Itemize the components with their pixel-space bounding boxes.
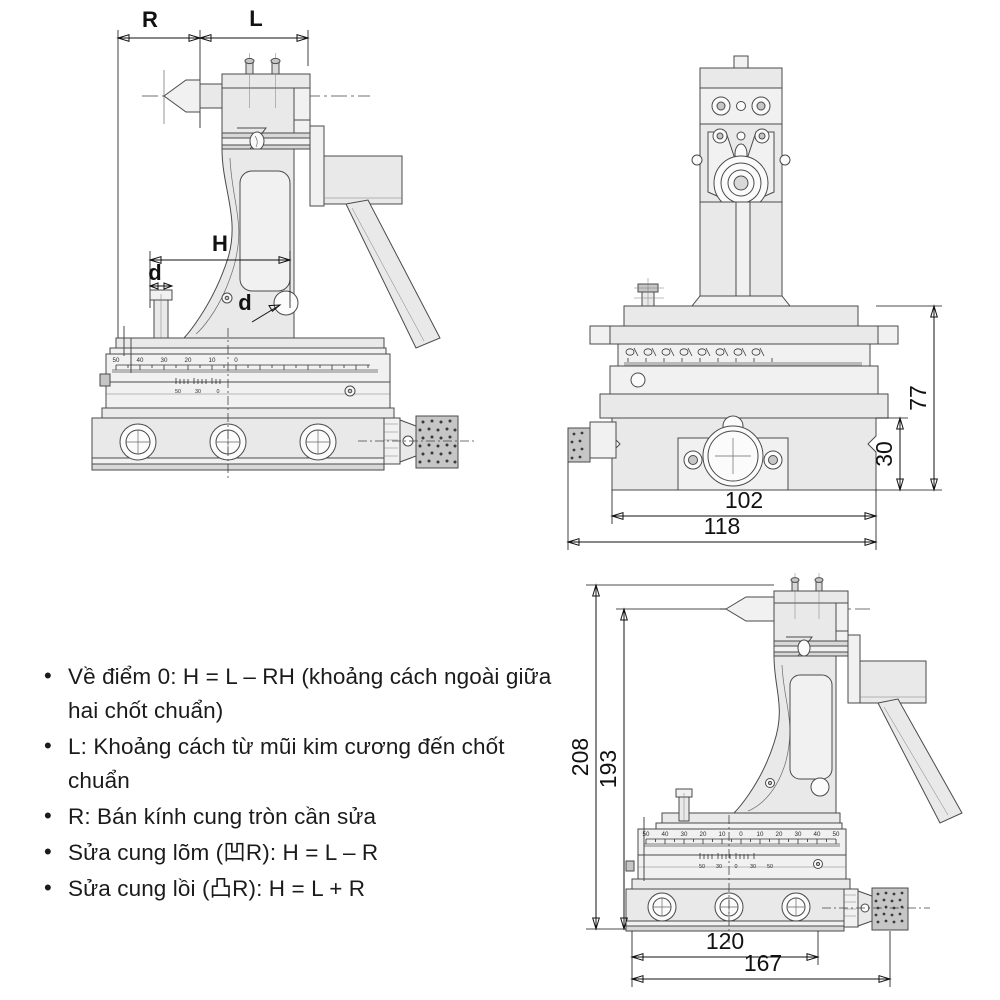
vernier-tick-label: 0 (735, 864, 738, 870)
dimension-label-208: 208 (567, 738, 593, 776)
view-top-right-front-elevation: 77 30 102 (566, 40, 990, 550)
base-plate (625, 815, 845, 945)
dimension-label-102: 102 (725, 487, 763, 513)
mounting-hole (119, 423, 157, 461)
column-head (691, 55, 791, 297)
tool-head-block (773, 573, 849, 657)
scale-tick-label: 40 (662, 831, 669, 838)
dimension-label-77: 77 (905, 385, 931, 411)
dimension-label-193: 193 (595, 750, 621, 788)
mounting-hole (647, 892, 677, 922)
bolt-hole-pair (711, 96, 771, 116)
scale-tick-label: 30 (681, 831, 688, 838)
base-plate (91, 328, 385, 478)
note-item: L: Khoảng cách từ mũi kim cương đến chốt… (36, 729, 556, 798)
note-item: Về điểm 0: H = L – RH (khoảng cách ngoài… (36, 659, 556, 728)
scale-vernier-ticks: 50 30 0 (175, 378, 221, 395)
dimension-label-120: 120 (706, 928, 744, 954)
scale-tick-label: 40 (814, 831, 821, 838)
tool-head-block (221, 53, 311, 151)
dimension-label-R: R (142, 7, 158, 32)
dimension-120: 120 (630, 928, 820, 965)
vernier-tick-label: 0 (217, 389, 220, 395)
gooseneck-body (182, 148, 299, 339)
swivel-scale-slide: 50 40 30 20 10 0 (99, 326, 395, 419)
vernier-tick-label: 50 (699, 864, 705, 870)
micrometer-knurled-knob (822, 887, 930, 931)
vernier-tick-label: 50 (175, 389, 181, 395)
note-item: Sửa cung lõm (凹R): H = L – R (36, 835, 556, 870)
scale-tick-label: 0 (234, 357, 238, 364)
dimension-label-30: 30 (871, 441, 897, 467)
dimension-label-d-lower: d (238, 290, 251, 315)
scale-tick-label: 10 (209, 357, 216, 364)
dimension-label-167: 167 (744, 950, 782, 976)
vernier-tick-label: 30 (750, 864, 756, 870)
scale-tick-label: 20 (185, 357, 192, 364)
notes-block: Về điểm 0: H = L – RH (khoảng cách ngoài… (36, 659, 556, 908)
note-item: Sửa cung lồi (凸R): H = L + R (36, 871, 556, 906)
mounting-hole (299, 423, 337, 461)
dimension-R-L: R L (116, 6, 310, 343)
side-lock-knob (634, 278, 664, 312)
dimension-label-d-upper: d (148, 260, 161, 285)
scale-tick-label: 0 (739, 831, 743, 838)
scale-vernier-ticks: 50 30 0 30 50 (699, 853, 773, 870)
vernier-tick-label: 30 (716, 864, 722, 870)
dimension-118: 118 (566, 462, 878, 550)
scale-tick-label: 30 (161, 357, 168, 364)
scale-tick-label: 20 (700, 831, 707, 838)
scale-tick-label: 10 (757, 831, 764, 838)
scale-tick-label: 20 (776, 831, 783, 838)
scale-tick-label: 50 (833, 831, 840, 838)
micrometer-knurled-knob (358, 415, 476, 469)
dimension-167: 167 (630, 931, 892, 987)
dimension-30: 30 (871, 416, 908, 492)
dimension-77: 77 (876, 304, 942, 492)
dimension-d-leader: d (238, 290, 282, 323)
spindle-bearing (713, 155, 769, 211)
dimension-label-118: 118 (704, 513, 741, 539)
notes-list: Về điểm 0: H = L – RH (khoảng cách ngoài… (36, 659, 556, 906)
clamp-lever-handle (847, 634, 963, 824)
swivel-table (589, 295, 899, 419)
scale-tick-label: 30 (795, 831, 802, 838)
dimension-193: 193 (595, 607, 726, 931)
view-top-left-side-elevation: R L (80, 6, 480, 478)
dimension-label-H: H (212, 231, 228, 256)
gooseneck-body (732, 655, 837, 814)
rotary-base (567, 415, 877, 491)
mounting-hole (781, 892, 811, 922)
scale-foreshortened-numerals (625, 347, 773, 362)
scale-tick-label: 40 (137, 357, 144, 364)
scale-main-ticks: 50 40 30 20 10 0 (113, 357, 370, 370)
vernier-tick-label: 30 (195, 389, 201, 395)
dimension-label-L: L (249, 6, 262, 31)
dimension-102: 102 (610, 487, 878, 524)
vernier-tick-label: 50 (767, 864, 773, 870)
scale-tick-label: 10 (719, 831, 726, 838)
swivel-scale-slide: 50 40 30 20 10 0 10 20 30 40 50 (625, 788, 851, 890)
clamp-screw (683, 450, 783, 470)
scale-main-ticks: 50 40 30 20 10 0 10 20 30 40 50 (643, 831, 840, 844)
clamp-lever-handle (309, 125, 441, 349)
note-item: R: Bán kính cung tròn cần sửa (36, 799, 556, 834)
dimension-208: 208 (567, 583, 774, 931)
scale-tick-label: 50 (643, 831, 650, 838)
scale-tick-label: 50 (113, 357, 120, 364)
view-bottom-right-side-elevation: 50 40 30 20 10 0 10 20 30 40 50 (567, 565, 990, 987)
dimension-d-upper: d (148, 260, 174, 339)
